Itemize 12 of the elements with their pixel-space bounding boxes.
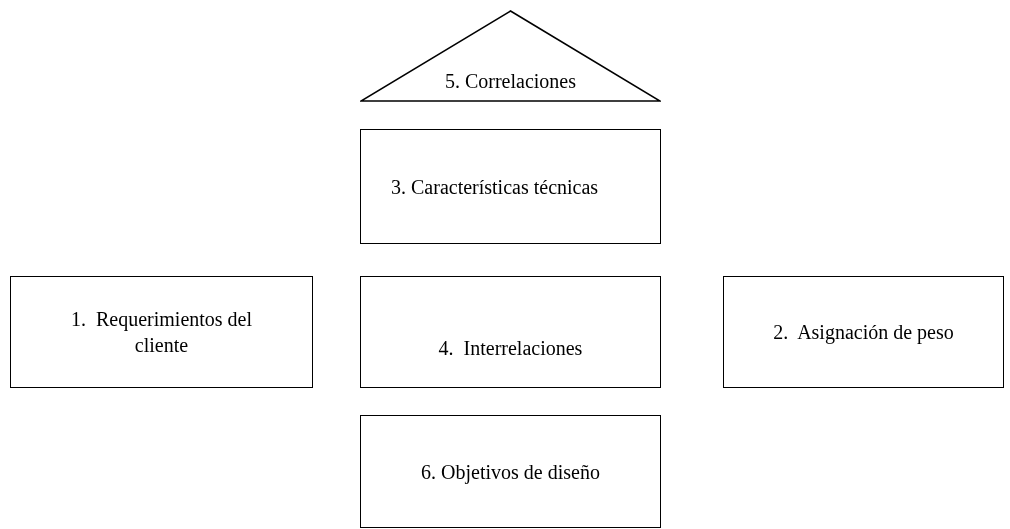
box-label: 3. Características técnicas xyxy=(391,174,600,200)
box-label: 5. Correlaciones xyxy=(443,69,578,94)
process-box xyxy=(10,276,313,388)
process-box xyxy=(723,276,1004,388)
box-label: 4. Interrelaciones xyxy=(437,336,584,361)
process-box xyxy=(360,276,661,388)
triangle-shape xyxy=(360,10,661,102)
box-label: 2. Asignación de peso xyxy=(772,320,955,345)
box-label: 1. Requerimientos del cliente xyxy=(69,307,254,358)
process-box xyxy=(360,415,661,528)
process-box xyxy=(360,129,661,244)
box-label: 6. Objetivos de diseño xyxy=(420,459,601,485)
